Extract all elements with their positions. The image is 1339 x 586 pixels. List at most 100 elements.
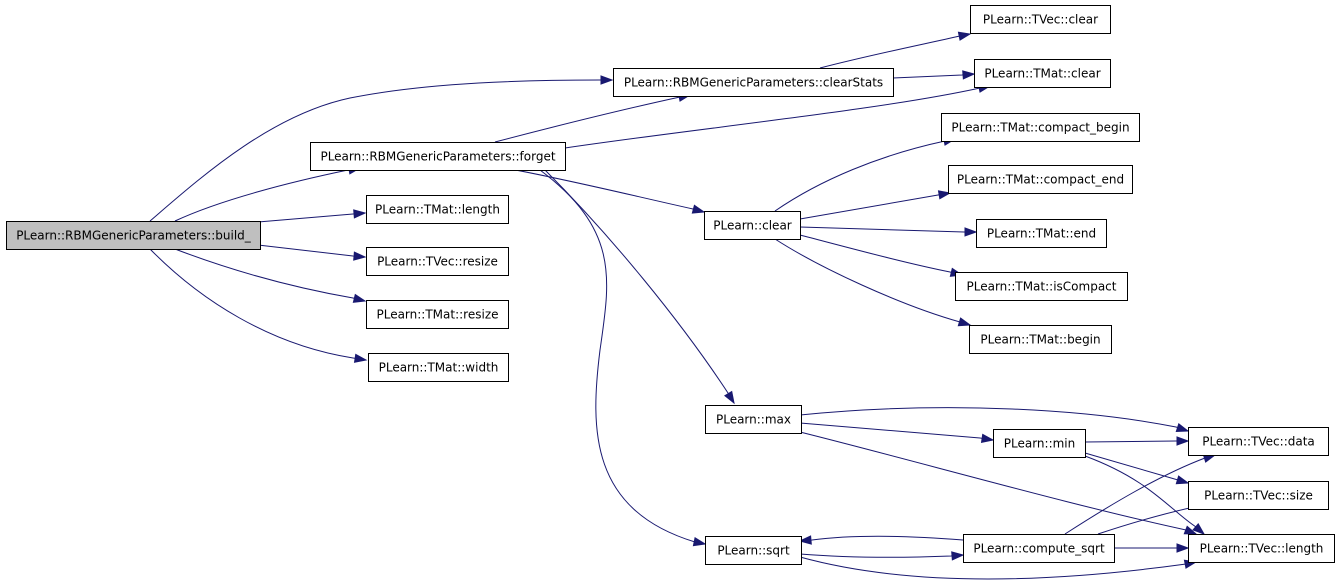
- node-clearStats[interactable]: PLearn::RBMGenericParameters::clearStats: [613, 68, 894, 97]
- node-tmat-length[interactable]: PLearn::TMat::length: [366, 195, 509, 224]
- node-compute-sqrt[interactable]: PLearn::compute_sqrt: [963, 534, 1115, 563]
- arrowhead-icon: [691, 204, 706, 214]
- node-box: [310, 142, 566, 171]
- node-box: [974, 59, 1111, 88]
- node-label: PLearn::min: [1004, 437, 1076, 451]
- edge-min-to-tvec_data: [1084, 436, 1190, 446]
- nodes-layer: PLearn::RBMGenericParameters::build_PLea…: [6, 5, 1335, 565]
- node-tmat-begin[interactable]: PLearn::TMat::begin: [969, 325, 1112, 354]
- edge-clearStats-to-tmat_clear: [892, 70, 976, 80]
- node-box: [969, 325, 1112, 354]
- node-label: PLearn::TMat::length: [375, 203, 500, 217]
- arrowhead-icon: [980, 433, 995, 443]
- node-box: [366, 300, 509, 329]
- edge-min-to-tvec_size: [1084, 452, 1190, 485]
- edge-line: [774, 138, 956, 212]
- node-box: [705, 536, 802, 565]
- node-tmat-resize[interactable]: PLearn::TMat::resize: [366, 300, 509, 329]
- node-box: [705, 405, 802, 434]
- node-min[interactable]: PLearn::min: [993, 429, 1086, 458]
- edge-clear-to-isCompact: [799, 234, 964, 277]
- node-clear[interactable]: PLearn::clear: [704, 211, 801, 240]
- node-isCompact[interactable]: PLearn::TMat::isCompact: [955, 272, 1128, 301]
- edges-layer: [149, 31, 1217, 580]
- node-label: PLearn::TMat::begin: [980, 333, 1100, 347]
- node-tvec-resize[interactable]: PLearn::TVec::resize: [366, 247, 509, 276]
- edge-line: [564, 85, 991, 149]
- edge-forget-to-clear: [504, 167, 706, 214]
- edge-build-to-tmat_resize: [174, 248, 367, 303]
- node-box: [1188, 481, 1329, 510]
- edge-line: [1084, 455, 1205, 535]
- edge-clear-to-tmat_end: [799, 226, 978, 237]
- edge-max-to-tvec_length: [799, 431, 1198, 535]
- edge-build-to-tmat_width: [149, 248, 368, 363]
- node-label: PLearn::TMat::compact_begin: [951, 121, 1129, 135]
- edge-line: [494, 94, 691, 143]
- edge-build-to-tvec_resize: [257, 244, 367, 261]
- arrowhead-icon: [951, 551, 965, 561]
- node-label: PLearn::TMat::end: [987, 227, 1096, 241]
- node-label: PLearn::TVec::resize: [377, 255, 498, 269]
- edge-line: [819, 33, 971, 69]
- node-box: [963, 534, 1115, 563]
- edge-clear-to-compact_begin: [774, 136, 957, 212]
- edge-line: [799, 535, 964, 542]
- arrowhead-icon: [353, 209, 367, 219]
- edge-compute_sqrt-to-tvec_length: [1114, 543, 1190, 553]
- node-box: [993, 429, 1086, 458]
- node-label: PLearn::RBMGenericParameters::clearStats: [624, 76, 883, 90]
- node-label: PLearn::max: [716, 413, 791, 427]
- edge-line: [504, 167, 705, 213]
- node-box: [613, 68, 894, 97]
- edge-line: [1084, 440, 1188, 443]
- node-tvec-data[interactable]: PLearn::TVec::data: [1188, 427, 1329, 456]
- edge-line: [799, 226, 976, 233]
- node-label: PLearn::TMat::clear: [984, 67, 1100, 81]
- node-tmat-clear[interactable]: PLearn::TMat::clear: [974, 59, 1111, 88]
- arrowhead-icon: [1176, 436, 1190, 446]
- node-forget[interactable]: PLearn::RBMGenericParameters::forget: [310, 142, 566, 171]
- node-tmat-width[interactable]: PLearn::TMat::width: [368, 353, 509, 382]
- edge-line: [774, 238, 971, 326]
- node-tvec-clear[interactable]: PLearn::TVec::clear: [970, 5, 1111, 34]
- node-box: [941, 113, 1140, 142]
- edge-forget-to-sqrt: [539, 169, 707, 547]
- node-tvec-length[interactable]: PLearn::TVec::length: [1188, 534, 1335, 563]
- node-label: PLearn::TMat::isCompact: [967, 280, 1117, 294]
- arrowhead-icon: [353, 353, 368, 363]
- node-box: [6, 221, 261, 250]
- node-compact-end[interactable]: PLearn::TMat::compact_end: [948, 165, 1133, 194]
- edge-build-to-clearStats: [149, 75, 614, 222]
- node-box: [368, 353, 509, 382]
- node-max[interactable]: PLearn::max: [705, 405, 802, 434]
- edge-sqrt-to-compute_sqrt: [799, 551, 965, 561]
- node-box: [704, 211, 801, 240]
- node-box: [970, 5, 1111, 34]
- edge-max-to-tvec_data: [799, 407, 1190, 432]
- node-label: PLearn::TVec::clear: [983, 13, 1098, 27]
- edge-line: [149, 248, 367, 361]
- arrowhead-icon: [1192, 522, 1206, 535]
- node-tvec-size[interactable]: PLearn::TVec::size: [1188, 481, 1329, 510]
- arrowhead-icon: [798, 535, 812, 545]
- node-label: PLearn::TVec::length: [1200, 542, 1324, 556]
- edge-line: [149, 79, 612, 222]
- edge-line: [799, 422, 994, 441]
- edge-line: [799, 234, 963, 276]
- edge-max-to-min: [799, 422, 995, 443]
- arrowhead-icon: [352, 293, 367, 303]
- arrowhead-icon: [600, 75, 614, 85]
- node-label: PLearn::TMat::resize: [376, 308, 498, 322]
- node-compact-begin[interactable]: PLearn::TMat::compact_begin: [941, 113, 1140, 142]
- edge-line: [539, 169, 706, 545]
- arrowhead-icon: [1175, 475, 1190, 485]
- node-label: PLearn::TVec::size: [1204, 489, 1313, 503]
- node-tmat-end[interactable]: PLearn::TMat::end: [976, 219, 1107, 248]
- edge-line: [1084, 452, 1189, 484]
- edge-line: [174, 167, 361, 222]
- node-build[interactable]: PLearn::RBMGenericParameters::build_: [6, 221, 261, 250]
- node-box: [976, 219, 1107, 248]
- edge-line: [257, 244, 366, 258]
- node-sqrt[interactable]: PLearn::sqrt: [705, 536, 802, 565]
